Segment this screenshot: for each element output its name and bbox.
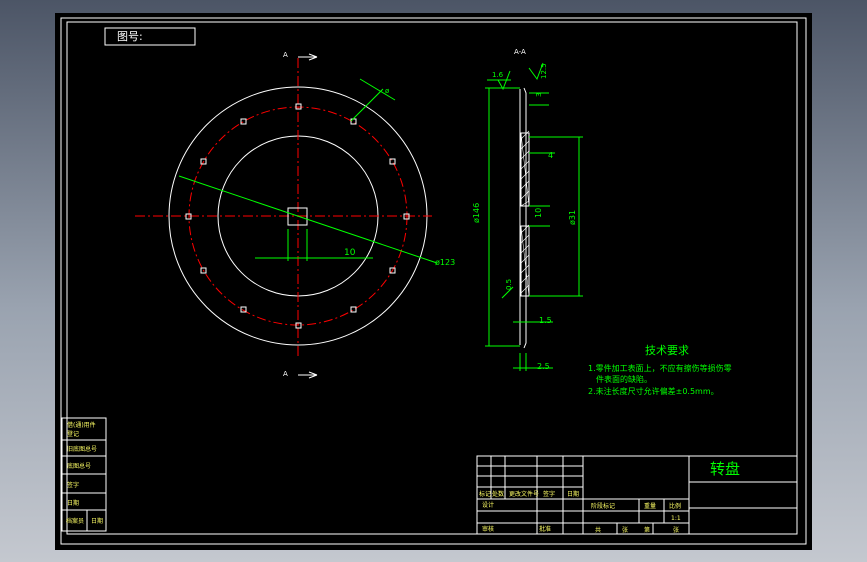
hole-7 <box>295 322 302 329</box>
tb-sheet: 张 <box>622 526 628 534</box>
drawing-no-label: 图号: <box>117 30 143 43</box>
hole-3 <box>389 158 396 165</box>
dim-thickness: 3 <box>535 93 543 97</box>
side-r7a: 档案员 <box>66 517 84 525</box>
tb-total: 共 <box>595 526 601 534</box>
tb-weight: 重量 <box>644 502 656 510</box>
tech-line-3: 2.未注长度尺寸允许偏差±0.5mm。 <box>588 386 719 396</box>
tech-line-2: 件表面的缺陷。 <box>596 374 652 384</box>
section-view: A-A ø146 ø31 1.6 1 <box>472 48 583 371</box>
hole-1 <box>295 103 302 110</box>
hole-8 <box>240 306 247 313</box>
plan-view: A A ø ø123 10 <box>135 51 455 379</box>
side-r7b: 日期 <box>91 517 103 525</box>
hole-9 <box>200 267 207 274</box>
hole-12 <box>240 118 247 125</box>
side-r3: 旧底图总号 <box>67 445 97 453</box>
dim-pcd: ø123 <box>435 258 455 267</box>
hole-6 <box>350 306 357 313</box>
left-side-block: 借(通)用件 登记 旧底图总号 底图总号 签字 日期 档案员 日期 <box>61 417 107 532</box>
tb-approve: 批准 <box>539 525 551 533</box>
hole-10 <box>185 213 192 220</box>
section-mark-top: A <box>283 51 288 59</box>
hole-11 <box>200 158 207 165</box>
dim-outer-dia: ø146 <box>472 203 481 223</box>
section-title: A-A <box>514 48 526 56</box>
dim-plan-10: 10 <box>344 248 356 258</box>
dim-roughness-sym: 12.5 <box>540 63 548 79</box>
drawing-canvas: 图号: 借(通)用件 登记 旧底图总号 底图总号 签字 日期 档案员 日期 <box>60 17 807 545</box>
dim-flange: 1.5 <box>539 316 552 325</box>
side-r5: 签字 <box>67 481 79 489</box>
tb-sign: 签字 <box>543 490 555 498</box>
hole-5 <box>389 267 396 274</box>
outer-frame <box>60 17 807 545</box>
tech-requirements: 技术要求 1.零件加工表面上，不应有擦伤等损伤零 件表面的缺陷。 2.未注长度尺… <box>588 344 732 396</box>
hub-square <box>287 207 308 226</box>
tb-design: 设计 <box>482 501 494 509</box>
dim-hole: ø <box>385 87 390 95</box>
dim-total: 2.5 <box>537 362 550 371</box>
cad-drawing-viewport[interactable]: 图号: 借(通)用件 登记 旧底图总号 底图总号 签字 日期 档案员 日期 <box>55 13 812 550</box>
tb-stage: 阶段标记 <box>591 502 615 510</box>
section-mark-bottom: A <box>283 370 288 378</box>
tb-review: 审核 <box>482 525 494 533</box>
side-r2: 登记 <box>67 430 79 438</box>
tech-line-1: 1.零件加工表面上，不应有擦伤等损伤零 <box>588 363 732 373</box>
side-r4: 底图总号 <box>67 462 91 470</box>
tech-title: 技术要求 <box>645 344 689 357</box>
title-block: 标记 处数 更改文件号 签字 日期 设计 审核 批准 阶段标记 重量 比例 1:… <box>476 455 798 535</box>
tb-scale: 1:1 <box>671 515 681 522</box>
dim-chamfer: 0.5 <box>505 279 513 290</box>
dim-bore: 10 <box>534 208 543 218</box>
side-r6: 日期 <box>67 499 79 507</box>
tb-date: 日期 <box>567 490 579 498</box>
tb-ratio: 比例 <box>669 502 681 510</box>
dim-step: 4 <box>548 151 553 160</box>
pcd-line <box>178 175 438 264</box>
inner-frame <box>66 21 798 535</box>
tb-count: 处数 <box>492 490 504 498</box>
drawing-no-box <box>104 27 196 46</box>
tb-mark: 标记 <box>479 490 491 498</box>
tb-sheet-2: 张 <box>673 526 679 534</box>
part-name: 转盘 <box>710 460 740 478</box>
side-r1: 借(通)用件 <box>67 421 96 429</box>
dim-roughness-top: 1.6 <box>492 71 504 79</box>
dim-inner-dia: ø31 <box>568 210 577 225</box>
tb-zone: 更改文件号 <box>509 490 539 498</box>
hole-4 <box>403 213 410 220</box>
tb-page: 第 <box>644 526 650 534</box>
